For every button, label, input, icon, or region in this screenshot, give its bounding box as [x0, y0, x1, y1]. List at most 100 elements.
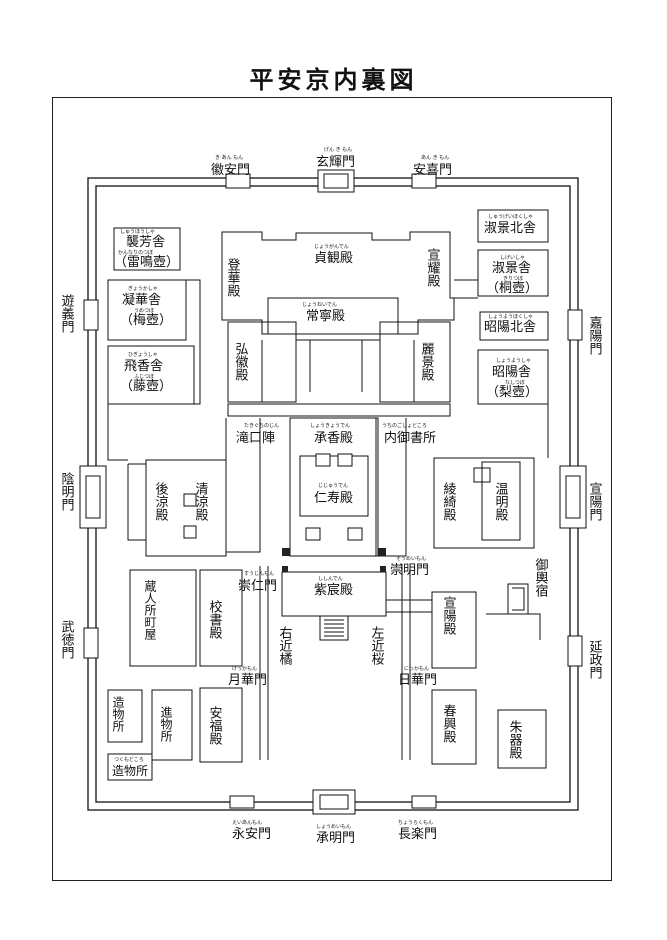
shishinden: 紫宸殿	[314, 582, 353, 598]
sakon: 左近桜	[369, 626, 385, 665]
kurododokoro: 蔵人所町屋	[143, 580, 157, 641]
tokaden-label: 登華殿	[225, 258, 241, 297]
shishinden-ruby: ししんでん	[318, 576, 343, 582]
shunninmon-ruby: すうじんもん	[244, 571, 274, 577]
gate-kianmon: 徽安門	[211, 163, 250, 178]
outer-walls	[79, 169, 587, 815]
tsukumodokoro2: 造物所	[112, 764, 148, 778]
anpukuden: 安福殿	[207, 706, 223, 745]
kokiden: 弘徽殿	[233, 342, 249, 381]
nikkamon: 日華門	[398, 673, 437, 688]
jokanden: 貞観殿	[314, 251, 353, 266]
shoyosha-ruby: しょうようしゃ	[496, 358, 531, 364]
korouden-label: 後涼殿	[153, 482, 169, 521]
map-frame	[52, 97, 612, 881]
higyosha: 飛香舎	[124, 359, 163, 374]
butokumon-label: 武徳門	[59, 620, 75, 660]
unmeiden: 温明殿	[493, 482, 509, 521]
senyoden-label: 宣耀殿	[425, 247, 441, 287]
chorakumon-ruby: ちょうらくもん	[398, 820, 433, 826]
enseimon-label: 延政門	[587, 640, 603, 680]
giyoden-label: 宣陽殿	[441, 595, 457, 635]
kurododokoro-label: 蔵人所町屋	[143, 580, 157, 641]
jijuden: 仁寿殿	[314, 491, 353, 506]
seiryoden-label: 清涼殿	[193, 482, 209, 521]
jonenden: 常寧殿	[306, 308, 345, 324]
page-title: 平安京内裏図	[249, 65, 418, 94]
shukeihokusha: 淑景北舎	[484, 221, 536, 236]
takiguchi: 滝口陣	[236, 431, 275, 446]
shoyosha: 昭陽舎	[492, 365, 531, 380]
gate-genkimon-ruby: げん き もん	[324, 146, 352, 153]
gekkamon-ruby: げっかもん	[232, 665, 257, 672]
gyokasha-ruby: ぎょうかしゃ	[128, 285, 158, 292]
kyoshoden-label: 校書殿	[207, 599, 223, 639]
seiryoden: 清涼殿	[193, 482, 209, 521]
senyoden: 宣耀殿	[425, 247, 441, 287]
umetsubo-ruby: うめつぼ	[134, 307, 154, 314]
yugimon-label: 遊義門	[59, 294, 75, 334]
shukeisha-ruby: しげいしゃ	[500, 254, 525, 261]
uchinogosho-ruby: うちのごしょどころ	[382, 422, 427, 429]
gate-ankimon-ruby: あん き もん	[421, 154, 449, 161]
nashitsubo: （梨壺）	[486, 385, 538, 400]
shoyohokusha: 昭陽北舎	[484, 320, 536, 335]
uchinogosho: 内御書所	[384, 430, 436, 446]
reikeiden: 麗景殿	[419, 342, 435, 381]
butokumon: 武徳門	[59, 620, 75, 660]
kaminarinotsubo-ruby: かんなりのつぼ	[118, 249, 153, 256]
shumeimon-ruby: そうめいもん	[396, 555, 426, 562]
senyomon-label: 宣陽門	[587, 481, 603, 522]
jokanden-ruby: じょうがんでん	[314, 243, 349, 250]
ryokiden-label: 綾綺殿	[441, 481, 457, 521]
shunninmon: 崇仁門	[238, 579, 277, 594]
shukeihokusha-ruby: しゅうげいほくしゃ	[488, 213, 533, 220]
kaminarinotsubo: （雷鳴壺）	[114, 255, 179, 270]
shukeisha: 淑景舎	[492, 261, 531, 276]
kiritsubo-ruby: きりつぼ	[503, 275, 523, 282]
shinmotsudokoro-label: 進物所	[159, 706, 173, 742]
shinmotsudokoro: 進物所	[159, 706, 173, 742]
unmeiden-label: 温明殿	[493, 482, 509, 521]
enseimon: 延政門	[587, 640, 603, 680]
kiritsubo: （桐壺）	[486, 281, 538, 296]
senyomon: 宣陽門	[587, 481, 603, 522]
inmeimon-label: 陰明門	[59, 472, 74, 512]
gyokasha: 凝華舎	[122, 292, 161, 308]
gate-ankimon: 安喜門	[413, 163, 452, 178]
eianmon-ruby: えいあんもん	[232, 820, 262, 826]
tsukumodokoro2-ruby: つくもどころ	[114, 756, 144, 763]
ukon-label: 右近橘	[277, 626, 293, 665]
mikoshiyado: 御輿宿	[533, 558, 549, 597]
yugimon: 遊義門	[59, 294, 75, 334]
gate-kianmon-ruby: き あん もん	[215, 154, 243, 161]
nikkamon-ruby: にっかもん	[404, 665, 429, 672]
shukiden-label: 朱器殿	[507, 720, 523, 759]
shunkoden-label: 春興殿	[441, 704, 457, 743]
shuhosha-ruby: しゅうほうしゃ	[120, 229, 155, 235]
fujitsubo: （藤壺）	[120, 379, 172, 394]
labels: げん き もん 玄輝門 き あん もん 徽安門 あん き もん 安喜門 しゅうげ…	[59, 146, 603, 846]
kokiden-label: 弘徽殿	[233, 342, 249, 381]
ukon: 右近橘	[277, 626, 293, 665]
korouden: 後涼殿	[153, 482, 169, 521]
kyoshoden: 校書殿	[207, 599, 223, 639]
sakon-label: 左近桜	[369, 626, 385, 665]
tsukumodokoro1: 造物所	[111, 696, 125, 732]
higyosha-ruby: ひぎょうしゃ	[128, 351, 158, 358]
shokyoden: 承香殿	[314, 431, 353, 446]
gate-genkimon: 玄輝門	[316, 155, 355, 170]
shomeimon-ruby: しょうめいもん	[316, 824, 351, 830]
umetsubo: （梅壺）	[120, 313, 172, 328]
nashitsubo-ruby: なしつぼ	[505, 379, 525, 386]
inmeimon: 陰明門	[59, 472, 74, 512]
takiguchi-ruby: たきぐちのじん	[244, 422, 279, 429]
jijuden-ruby: じじゅうでん	[318, 483, 348, 489]
shoyohokusha-ruby: しょうようほくしゃ	[488, 314, 533, 320]
shomeimon: 承明門	[316, 831, 355, 846]
gekkamon: 月華門	[228, 673, 267, 688]
ryokiden: 綾綺殿	[441, 481, 457, 521]
shokyoden-ruby: しょうきょうでん	[310, 422, 350, 429]
anpukuden-label: 安福殿	[207, 706, 223, 745]
